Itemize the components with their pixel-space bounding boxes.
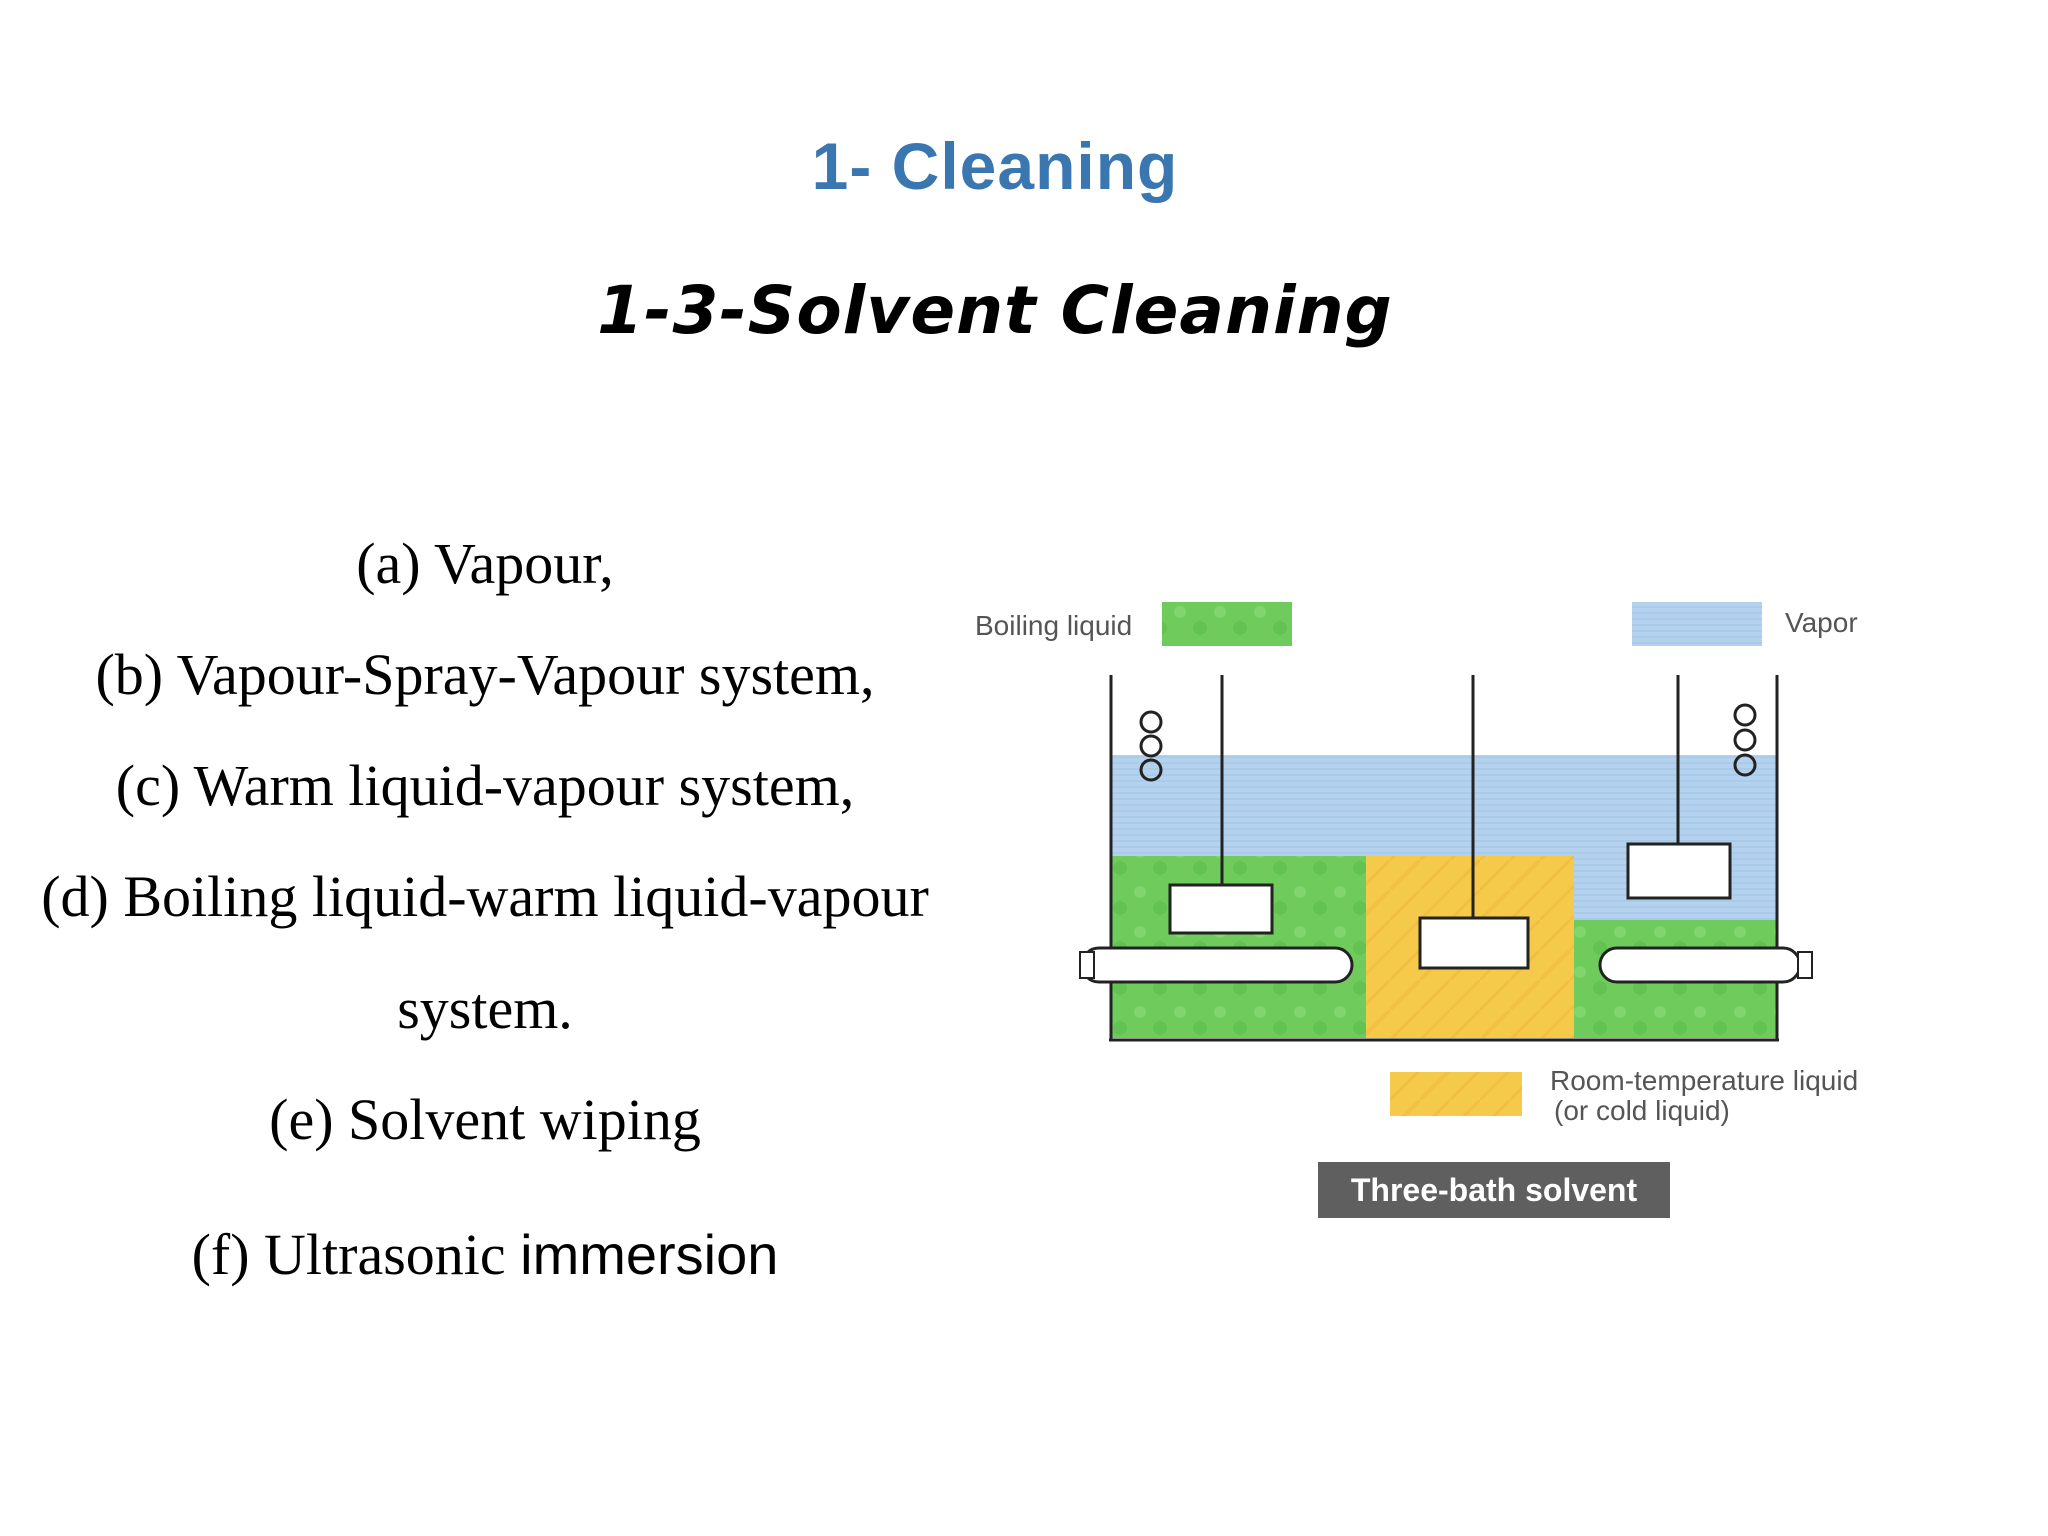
method-item-e: (e) Solvent wiping [269,1087,701,1152]
method-item-c: (c) Warm liquid-vapour system, [115,753,855,818]
legend-vapor-swatch [1632,602,1762,646]
bubble-icon [1139,758,1163,782]
diagram-caption: Three-bath solvent [1351,1172,1638,1208]
method-item-d: (d) Boiling liquid-warm liquid-vapour [41,864,929,929]
method-item-d-continued: system. [397,976,573,1041]
bubble-icon [1139,734,1163,758]
method-item-a: (a) Vapour, [356,531,614,596]
legend-boiling-label: Boiling liquid [975,610,1132,641]
heater-right-icon [1598,946,1802,984]
workpiece-3-icon [1626,842,1732,900]
legend-room-label-line1: Room-temperature liquid [1550,1065,1858,1096]
legend-room-label-line2: (or cold liquid) [1554,1095,1730,1126]
method-item-f-sans: immersion [520,1223,779,1286]
method-item-b: (b) Vapour-Spray-Vapour system, [95,642,875,707]
heater-left-cap-icon [1079,951,1095,979]
workpiece-1-icon [1168,883,1274,935]
method-list: (a) Vapour, (b) Vapour-Spray-Vapour syst… [0,0,970,1536]
three-bath-diagram: Boiling liquid Vapor [970,560,1930,1240]
heater-left-icon [1080,946,1354,984]
legend-room-swatch [1390,1072,1522,1116]
section-subtitle: 1-3-Solvent Cleaning [597,272,1393,349]
caption-box [1318,1162,1670,1218]
bubble-icon [1733,703,1757,727]
bubble-icon [1733,728,1757,752]
page-title: 1- Cleaning [811,129,1179,203]
bubble-icon [1139,710,1163,734]
heater-right-cap-icon [1797,951,1813,979]
legend-vapor-label: Vapor [1785,607,1858,638]
bubble-icon [1733,753,1757,777]
workpiece-2-icon [1418,916,1530,970]
method-item-f: (f) Ultrasonic immersion [0,1226,970,1284]
method-item-f-serif: (f) Ultrasonic [191,1222,521,1287]
legend-boiling-swatch [1162,602,1292,646]
